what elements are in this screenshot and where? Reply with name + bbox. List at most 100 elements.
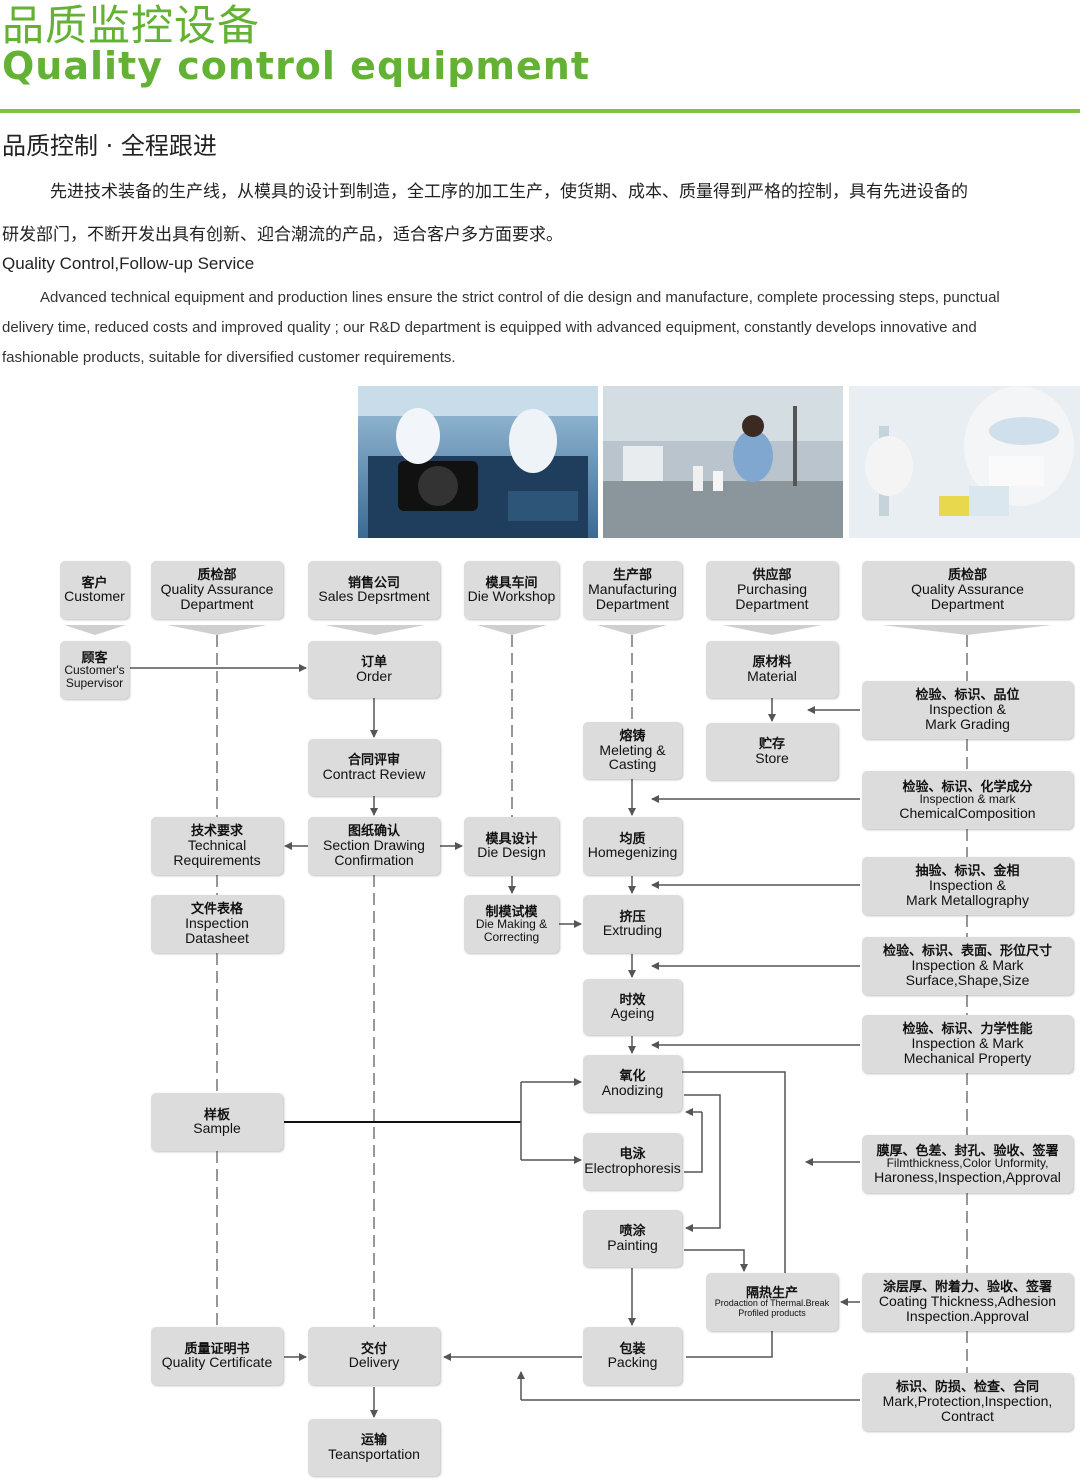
node-contract-review: 合同评审 Contract Review xyxy=(308,739,440,796)
node-store: 贮存 Store xyxy=(706,723,838,780)
qc6-en2: Haroness,Inspection,Approval xyxy=(874,1168,1061,1185)
node-die-making-cn: 制模试模 xyxy=(485,903,538,919)
node-technical-requirements-en1: Technical xyxy=(187,837,247,854)
header-customer: 客户 Customer xyxy=(60,561,129,619)
paragraph-en-line2: delivery time, reduced costs and improve… xyxy=(2,319,977,336)
qc4-en2: Surface,Shape,Size xyxy=(905,971,1030,988)
node-ageing-en: Ageing xyxy=(610,1005,655,1022)
node-anodizing: 氧化 Anodizing xyxy=(583,1055,682,1112)
header-die-workshop: 模具车间 Die Workshop xyxy=(464,561,559,619)
qc3-en2: Mark Metallography xyxy=(906,891,1029,908)
qc-inspection-grading: 检验、标识、品位 Inspection & Mark Grading xyxy=(862,681,1073,739)
node-section-drawing-cn: 图纸确认 xyxy=(347,823,400,839)
qc4-en1: Inspection & Mark xyxy=(911,957,1024,974)
header-qa-right-en1: Quality Assurance xyxy=(911,581,1024,598)
node-transportation-en: Teansportation xyxy=(328,1445,420,1462)
node-contract-review-cn: 合同评审 xyxy=(347,752,400,768)
node-die-design: 模具设计 Die Design xyxy=(464,817,559,875)
header-customer-cn: 客户 xyxy=(81,574,108,590)
node-thermal-break: 隔热生产 Prodaction of Thermal.Break Profile… xyxy=(706,1273,838,1331)
qc1-en2: Mark Grading xyxy=(925,715,1010,732)
node-customer-supervisor: 顾客 Customer's Supervisor xyxy=(60,641,129,699)
node-sample: 样板 Sample xyxy=(151,1093,283,1151)
qc6-cn: 膜厚、色差、封孔、验收、签署 xyxy=(876,1142,1059,1158)
lab-workers-photo xyxy=(358,386,598,538)
header-sales: 销售公司 Sales Depsrtment xyxy=(308,561,440,619)
header-qa-left-en2: Department xyxy=(180,595,254,612)
node-raw-material: 原材料 Material xyxy=(706,641,838,698)
header-sales-en: Sales Depsrtment xyxy=(318,588,430,605)
qc-coating-thickness: 涂层厚、附着力、验收、签署 Coating Thickness,Adhesion… xyxy=(862,1273,1073,1331)
node-delivery-en: Delivery xyxy=(348,1354,400,1371)
node-customer-supervisor-en1: Customer's xyxy=(64,663,125,678)
paragraph-en-line3: fashionable products, suitable for diver… xyxy=(2,349,456,366)
node-die-making-en1: Die Making & xyxy=(475,917,548,932)
node-anodizing-cn: 氧化 xyxy=(619,1068,646,1084)
node-transportation-cn: 运输 xyxy=(360,1432,387,1448)
node-extruding-en: Extruding xyxy=(602,922,663,939)
header-manufacturing-en1: Manufacturing xyxy=(588,581,677,598)
header-qa-right: 质检部 Quality Assurance Department xyxy=(862,561,1073,619)
node-ageing-cn: 时效 xyxy=(619,991,646,1007)
node-painting-cn: 喷涂 xyxy=(619,1223,646,1239)
node-ageing: 时效 Ageing xyxy=(583,979,682,1035)
node-order-en: Order xyxy=(356,667,392,684)
qc-surface-shape-size: 检验、标识、表面、形位尺寸 Inspection & Mark Surface,… xyxy=(862,937,1073,995)
flow-connectors xyxy=(64,625,1052,1418)
qc7-en2: Inspection.Approval xyxy=(906,1307,1029,1324)
header-purchasing-en1: Purchasing xyxy=(736,581,808,598)
node-thermal-break-en1: Prodaction of Thermal.Break xyxy=(714,1298,830,1309)
qc3-cn: 抽验、标识、金相 xyxy=(915,863,1020,879)
node-contract-review-en: Contract Review xyxy=(322,765,426,782)
qc8-cn: 标识、防损、检查、合同 xyxy=(895,1379,1039,1395)
node-melting-casting: 熔铸 Meleting & Casting xyxy=(583,722,682,779)
node-quality-certificate: 质量证明书 Quality Certificate xyxy=(151,1327,283,1385)
node-sample-cn: 样板 xyxy=(203,1106,230,1122)
qc6-en1: Filmthickness,Color Unformity, xyxy=(886,1156,1049,1171)
header-customer-en: Customer xyxy=(64,588,125,605)
node-order-cn: 订单 xyxy=(360,654,387,670)
node-delivery: 交付 Delivery xyxy=(308,1327,440,1385)
qc-film-thickness: 膜厚、色差、封孔、验收、签署 Filmthickness,Color Unfor… xyxy=(862,1135,1073,1193)
qc1-en1: Inspection & xyxy=(928,701,1007,718)
node-melting-casting-en2: Casting xyxy=(608,756,657,773)
node-section-drawing: 图纸确认 Section Drawing Confirmation xyxy=(308,817,440,875)
node-section-drawing-en1: Section Drawing xyxy=(323,837,425,854)
node-melting-casting-cn: 熔铸 xyxy=(619,727,646,743)
node-packing-en: Packing xyxy=(607,1354,658,1371)
node-die-design-cn: 模具设计 xyxy=(485,830,538,846)
node-electrophoresis: 电泳 Electrophoresis xyxy=(583,1133,682,1190)
node-packing: 包装 Packing xyxy=(583,1327,682,1385)
header-manufacturing-en2: Department xyxy=(595,595,670,612)
qc4-cn: 检验、标识、表面、形位尺寸 xyxy=(882,943,1052,959)
qc7-en1: Coating Thickness,Adhesion xyxy=(878,1293,1057,1310)
node-packing-cn: 包装 xyxy=(619,1340,646,1356)
qc2-en2: ChemicalComposition xyxy=(899,804,1036,821)
node-homogenizing-en: Homegenizing xyxy=(587,844,678,861)
node-anodizing-en: Anodizing xyxy=(601,1081,664,1098)
qc5-en2: Mechanical Property xyxy=(903,1049,1032,1066)
node-inspection-datasheet: 文件表格 Inspection Datasheet xyxy=(151,895,283,953)
header-qa-left-en1: Quality Assurance xyxy=(160,581,274,598)
node-electrophoresis-cn: 电泳 xyxy=(619,1146,646,1162)
qc2-en1: Inspection & mark xyxy=(919,792,1016,807)
node-thermal-break-en2: Profiled products xyxy=(738,1307,806,1318)
header-die-workshop-en: Die Workshop xyxy=(467,588,556,605)
node-transportation: 运输 Teansportation xyxy=(308,1419,440,1476)
node-inspection-datasheet-cn: 文件表格 xyxy=(190,901,243,917)
header-die-workshop-cn: 模具车间 xyxy=(485,574,538,590)
node-delivery-cn: 交付 xyxy=(360,1340,387,1356)
node-thermal-break-cn: 隔热生产 xyxy=(745,1284,798,1300)
qc3-en1: Inspection & xyxy=(928,877,1007,894)
qc-chemical-composition: 检验、标识、化学成分 Inspection & mark ChemicalCom… xyxy=(862,771,1073,829)
node-technical-requirements: 技术要求 Technical Requirements xyxy=(151,817,283,875)
header-manufacturing-cn: 生产部 xyxy=(612,567,652,583)
node-electrophoresis-en: Electrophoresis xyxy=(584,1159,681,1176)
quality-flow-diagram xyxy=(0,540,1080,1478)
node-painting-en: Painting xyxy=(607,1236,658,1253)
node-customer-supervisor-en2: Supervisor xyxy=(65,675,124,690)
node-die-making-en2: Correcting xyxy=(483,929,540,944)
header-qa-left-cn: 质检部 xyxy=(197,567,237,583)
header-qa-left: 质检部 Quality Assurance Department xyxy=(151,561,283,619)
node-technical-requirements-en2: Requirements xyxy=(173,851,261,868)
